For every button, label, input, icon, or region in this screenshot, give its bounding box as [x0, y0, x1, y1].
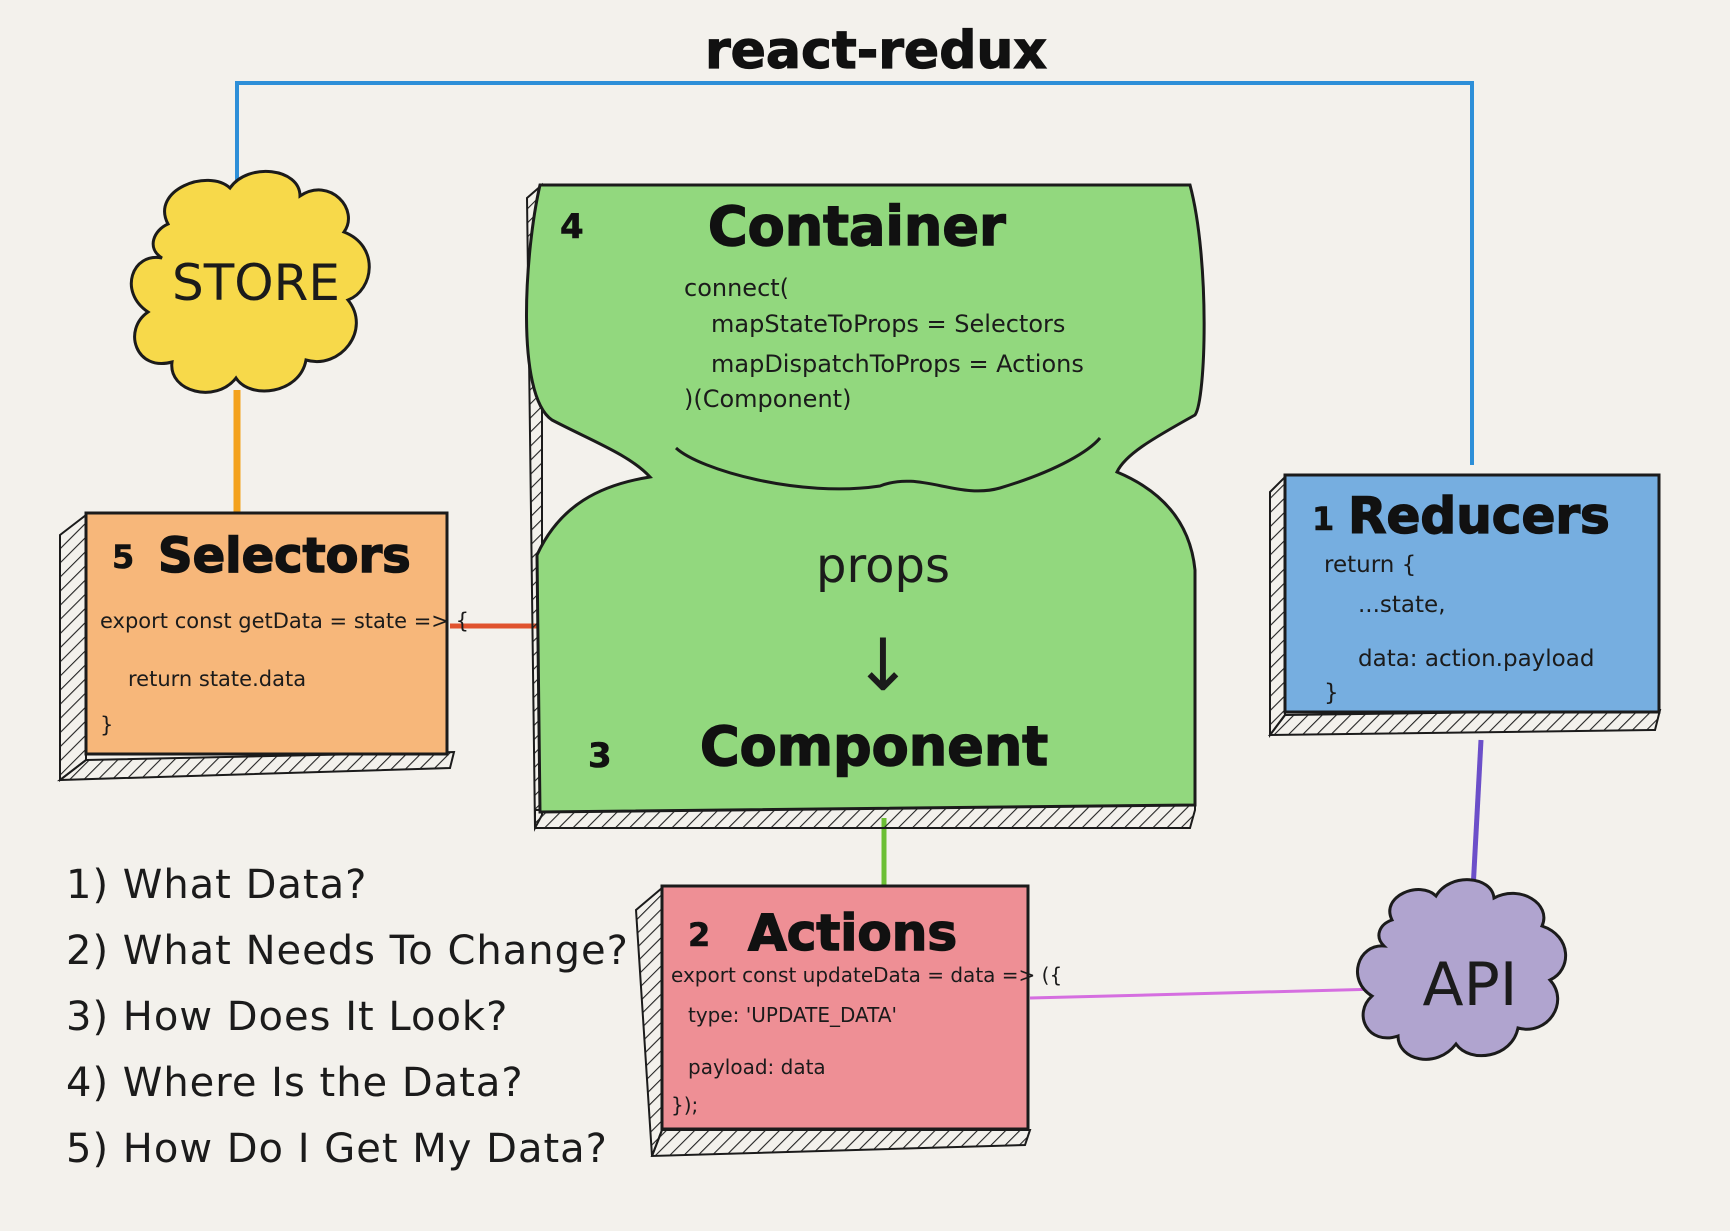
question-item: 3) How Does It Look?	[66, 994, 509, 1040]
reducers-to-api-connector	[1470, 739, 1484, 891]
container-number: 4	[560, 207, 584, 247]
question-item: 1) What Data?	[66, 862, 368, 908]
container-code-line: connect(	[684, 274, 789, 302]
container-code-line: )(Component)	[684, 385, 851, 413]
props-arrow-icon: ↓	[853, 623, 913, 707]
actions-code-line: export const updateData = data => ({	[671, 963, 1062, 987]
question-item: 5) How Do I Get My Data?	[66, 1126, 608, 1172]
reducers-box	[1267, 473, 1662, 738]
component-number: 3	[588, 736, 612, 776]
container-title: Container	[708, 195, 1006, 258]
question-item: 4) Where Is the Data?	[66, 1060, 524, 1106]
actions-code-line: payload: data	[688, 1055, 826, 1079]
selectors-number: 5	[112, 538, 134, 576]
container-divider-curve	[674, 437, 1102, 493]
store-label: STORE	[172, 254, 340, 312]
component-title: Component	[700, 715, 1048, 778]
container-code-line: mapStateToProps = Selectors	[711, 310, 1065, 338]
reducers-code-line: return {	[1324, 552, 1416, 578]
api-label: API	[1423, 950, 1518, 1020]
question-item: 2) What Needs To Change?	[66, 928, 629, 974]
actions-code-line: });	[671, 1093, 698, 1117]
actions-code-line: type: 'UPDATE_DATA'	[688, 1003, 897, 1027]
store-cloud: STORE	[129, 169, 371, 394]
selectors-title: Selectors	[158, 528, 411, 584]
actions-to-api-connector	[1029, 987, 1381, 1000]
actions-title: Actions	[748, 904, 957, 962]
selectors-box	[56, 511, 456, 783]
actions-box	[634, 884, 1032, 1158]
api-cloud: API	[1356, 878, 1567, 1061]
reducers-code-line: }	[1324, 680, 1339, 706]
container-code-line: mapDispatchToProps = Actions	[711, 350, 1084, 378]
container-component-block	[525, 182, 1206, 832]
reducers-number: 1	[1312, 500, 1334, 538]
reducers-code-line: ...state,	[1358, 592, 1446, 618]
selectors-code-line: }	[100, 713, 113, 737]
selectors-code-line: return state.data	[128, 667, 306, 691]
store-to-reducers-connector	[235, 81, 1474, 465]
selectors-code-line: export const getData = state => {	[100, 609, 469, 633]
props-label: props	[816, 538, 950, 594]
actions-number: 2	[688, 916, 710, 954]
reducers-code-line: data: action.payload	[1358, 646, 1594, 672]
reducers-title: Reducers	[1348, 487, 1610, 545]
diagram-title: react-redux	[705, 21, 1047, 81]
